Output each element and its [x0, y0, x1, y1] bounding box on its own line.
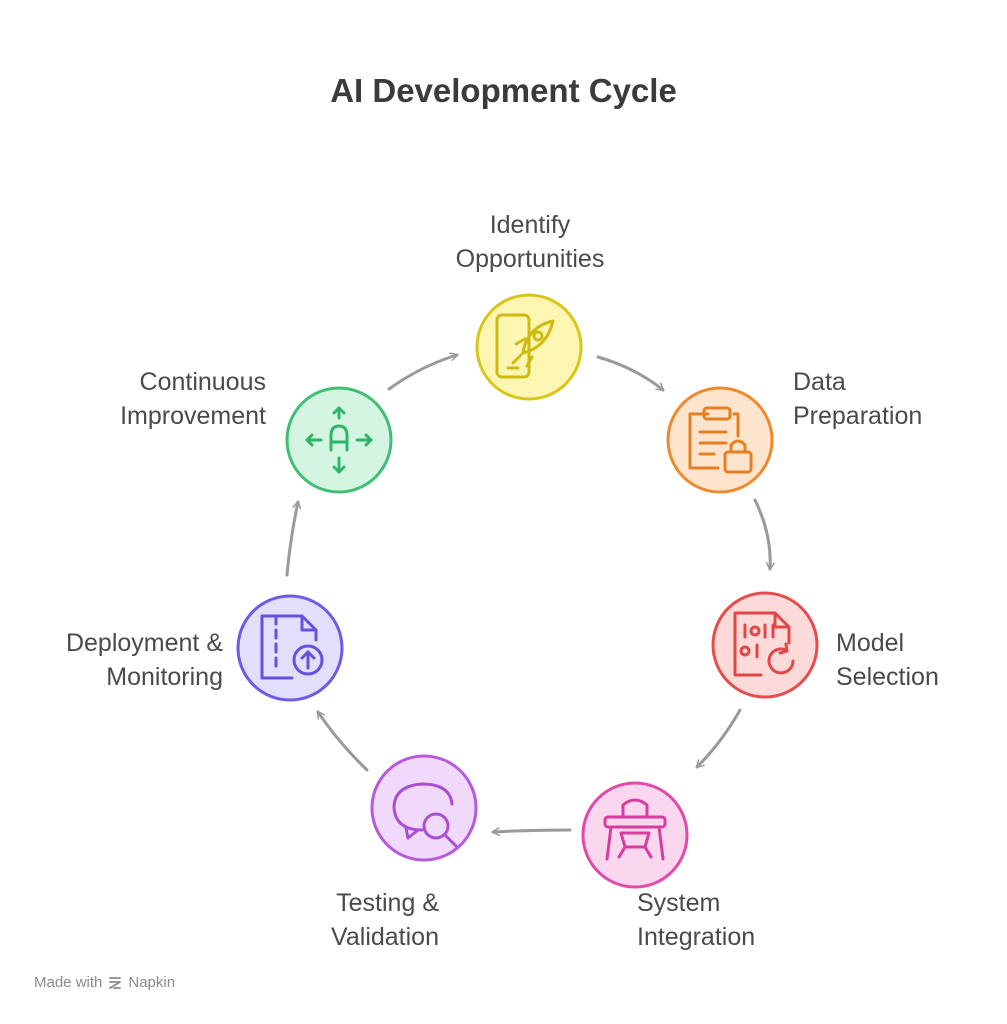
footer-prefix: Made with	[34, 974, 103, 991]
arrow-deploy-to-continuous	[285, 500, 302, 577]
node-circle-data	[666, 386, 774, 494]
label-testing-validation: Testing & Validation	[331, 889, 439, 951]
arrow-system-to-testing	[491, 827, 572, 837]
node-circle-deploy	[236, 594, 344, 702]
arrow-testing-to-deploy	[316, 710, 369, 772]
label-continuous-improvement: Continuous Improvement	[120, 368, 266, 430]
node-circle-continuous	[285, 386, 393, 494]
touch-arrows-icon	[305, 406, 373, 474]
label-identify-opportunities: Identify Opportunities	[455, 211, 605, 273]
napkin-logo-icon	[109, 976, 122, 989]
arrow-identify-to-data	[596, 355, 665, 392]
label-system-integration: System Integration	[637, 889, 756, 951]
footer-attribution[interactable]: Made with Napkin	[34, 974, 175, 991]
arrow-model-to-system	[695, 708, 742, 769]
clipboard-lock-icon	[688, 406, 753, 474]
zip-upload-icon	[260, 614, 324, 680]
speech-search-icon	[392, 782, 458, 848]
label-data-preparation: Data Preparation	[793, 368, 923, 430]
node-circle-model	[711, 591, 819, 699]
cycle-arrows	[285, 352, 775, 837]
diagram-title: AI Development Cycle	[330, 72, 677, 109]
label-model-selection: Model Selection	[836, 629, 939, 691]
arrow-continuous-to-identify	[387, 352, 459, 391]
desk-chair-icon	[603, 798, 667, 861]
node-circle-system	[581, 781, 689, 889]
binary-file-refresh-icon	[733, 611, 795, 677]
phone-rocket-icon	[495, 313, 555, 379]
footer-brand: Napkin	[128, 974, 176, 991]
arrow-data-to-model	[753, 498, 775, 571]
node-circle-testing	[370, 754, 478, 862]
label-deployment-monitoring: Deployment & Monitoring	[65, 629, 223, 691]
